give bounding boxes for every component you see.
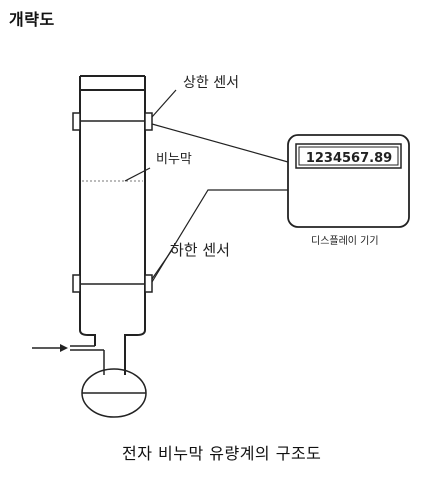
upper-sensor-left-block [72,112,81,131]
display-screen [295,143,402,169]
upper-sensor-cable [151,123,289,163]
upper-sensor-right-block [144,112,153,131]
lower-sensor-cable [151,189,288,283]
soap-film-leader [124,167,151,182]
lower-sensor-left-block [72,274,81,293]
upper-sensor-label: 상한 센서 [183,75,239,91]
upper-sensor-leader [151,89,177,118]
soap-bulb [81,368,147,418]
display-caption-label: 디스플레이 기기 [311,235,379,247]
soap-film-label: 비누막 [156,152,192,167]
lower-sensor-label: 하한 센서 [170,241,230,259]
diagram-caption: 전자 비누막 유량계의 구조도 [122,444,322,463]
gas-inlet [32,345,105,375]
display-readout: 1234567.89 [306,151,392,166]
lower-sensor-right-block [144,274,153,293]
inlet-arrow-head [60,344,68,352]
page-title: 개략도 [9,10,55,29]
measuring-tube [79,75,146,375]
display-screen-inner [298,146,399,166]
